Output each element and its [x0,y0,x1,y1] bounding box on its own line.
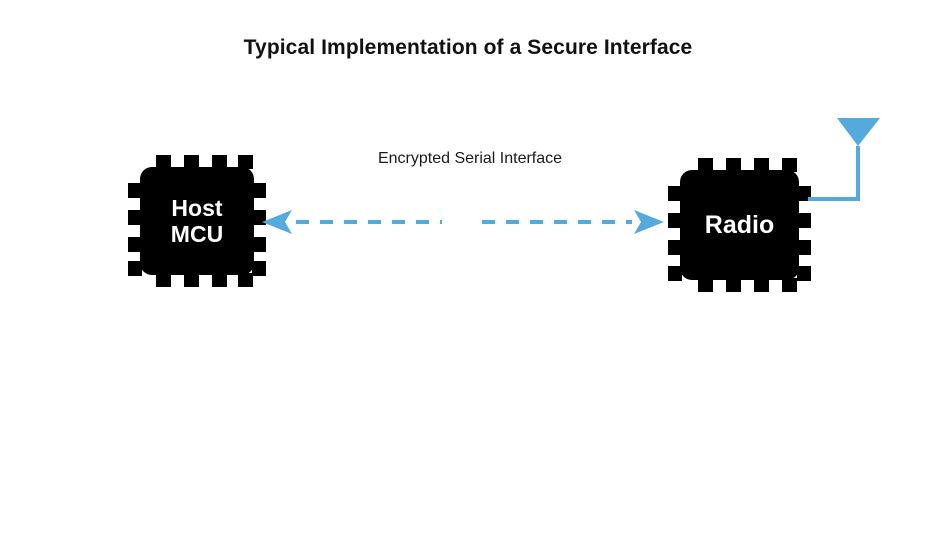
chip-pin-bottom-4 [238,273,253,287]
chip-pin-top-2 [726,158,741,172]
chip-pin-right-3 [252,237,266,252]
chip-pin-right-2 [797,213,811,228]
chip-pin-top-4 [782,158,797,172]
antenna-feed-line [808,146,860,201]
antenna-icon [808,118,880,201]
arrow-left-icon [262,210,442,234]
chip-pin-left-1 [128,183,142,198]
chip-pin-left-3 [128,237,142,252]
chip-pin-right-2 [252,210,266,225]
chip-pin-right-3 [797,240,811,255]
chip-pin-top-1 [156,155,171,169]
chip-pin-left-4 [128,261,142,276]
chip-body-radio [680,170,799,280]
chip-pin-left-1 [668,186,682,201]
node-radio[interactable]: Radio [668,158,811,292]
chip-pin-bottom-4 [782,278,797,292]
chip-pin-top-4 [238,155,253,169]
chip-pin-top-3 [754,158,769,172]
chip-pin-top-2 [184,155,199,169]
chip-pin-top-1 [698,158,713,172]
chip-pin-top-3 [212,155,227,169]
arrowhead-right [634,210,664,234]
chip-pin-left-2 [128,210,142,225]
antenna-triangle [837,118,880,146]
chip-pin-left-3 [668,240,682,255]
chip-pin-bottom-2 [184,273,199,287]
page-title: Typical Implementation of a Secure Inter… [243,36,693,59]
chip-pin-left-2 [668,213,682,228]
chip-body-host-mcu [140,167,254,275]
chip-pin-right-1 [252,183,266,198]
chip-pin-bottom-2 [726,278,741,292]
connection-label-serial-link: Encrypted Serial Interface [377,150,563,167]
chip-pin-right-4 [252,261,266,276]
chip-pin-right-1 [797,186,811,201]
chip-pin-right-4 [797,266,811,281]
arrowhead-left [262,210,292,234]
arrow-right-icon [482,210,664,234]
chip-pin-bottom-3 [212,273,227,287]
chip-pin-bottom-1 [698,278,713,292]
chip-pin-bottom-3 [754,278,769,292]
chip-pin-bottom-1 [156,273,171,287]
chip-pin-left-4 [668,266,682,281]
node-host-mcu[interactable]: Host MCU [128,155,266,287]
